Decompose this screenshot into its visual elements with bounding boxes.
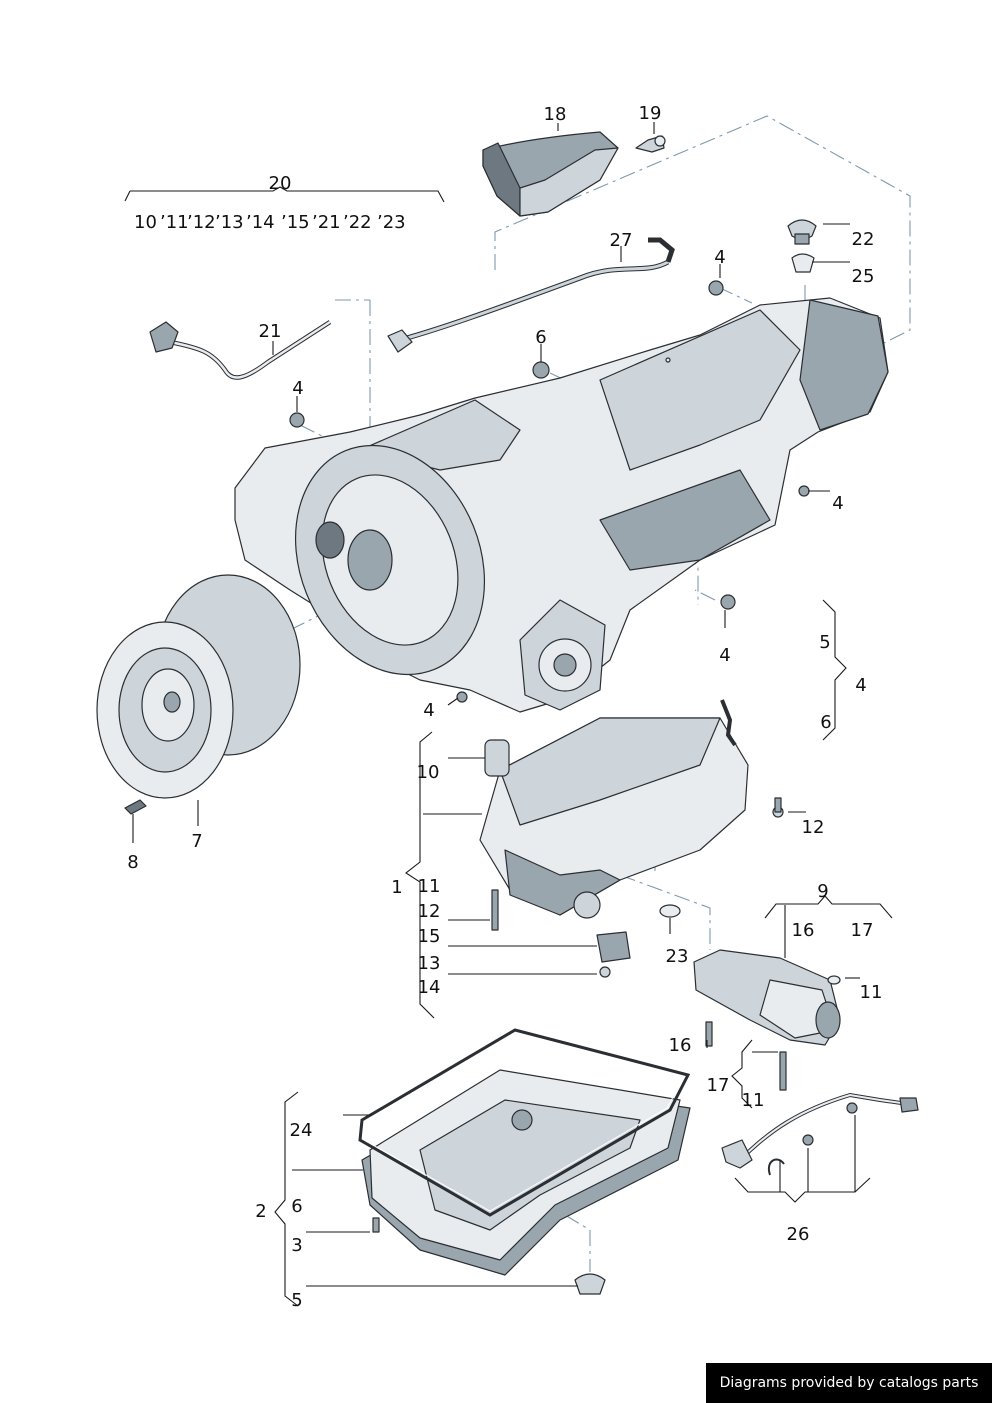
callout-7: 7 [191, 831, 202, 852]
cover-plate-part [482, 131, 619, 217]
credit-banner: Diagrams provided by catalogs parts [706, 1363, 992, 1403]
callout-11: 11 [418, 876, 441, 897]
model-year: ’12 [187, 212, 216, 233]
callout-4: 4 [292, 378, 303, 399]
small-parts [491, 797, 784, 978]
model-year: ’14 [246, 212, 275, 233]
callout-20: 20 [269, 173, 292, 194]
model-year: 10 [134, 212, 157, 233]
bolt-19-part [635, 135, 666, 153]
mechatronic-unit-part [693, 949, 841, 1091]
callout-11: 11 [860, 982, 883, 1003]
callout-17: 17 [851, 920, 874, 941]
callout-17: 17 [707, 1075, 730, 1096]
callout-4: 4 [423, 700, 434, 721]
callout-12: 12 [418, 901, 441, 922]
callout-27: 27 [610, 230, 633, 251]
callout-3: 3 [291, 1235, 302, 1256]
spring-10-part [484, 739, 510, 777]
callout-1: 1 [391, 877, 402, 898]
callout-5: 5 [819, 632, 830, 653]
model-year: ’21 [312, 212, 341, 233]
callout-25: 25 [852, 266, 875, 287]
callout-19: 19 [639, 103, 662, 124]
oil-pan-part [358, 1028, 691, 1295]
callout-11: 11 [742, 1090, 765, 1111]
model-year: ’22 [343, 212, 372, 233]
callout-5: 5 [291, 1290, 302, 1311]
callout-4: 4 [855, 675, 866, 696]
model-year: ’23 [377, 212, 406, 233]
callout-6: 6 [820, 712, 831, 733]
callout-12: 12 [802, 817, 825, 838]
torque-converter-part [96, 574, 301, 815]
callout-14: 14 [418, 977, 441, 998]
callout-22: 22 [852, 229, 875, 250]
model-year: ’11 [160, 212, 189, 233]
callout-6: 6 [535, 327, 546, 348]
callout-21: 21 [259, 321, 282, 342]
breather-cap-part [787, 219, 817, 273]
callout-9: 9 [817, 881, 828, 902]
model-year-list: 10 ’11 ’12 ’13 ’14 ’15 ’21 ’22 ’23 [134, 212, 406, 233]
callout-26: 26 [787, 1224, 810, 1245]
leader-lines [124, 122, 893, 1307]
callout-2: 2 [255, 1201, 266, 1222]
wire-harness-21-part [149, 320, 332, 380]
callout-13: 13 [418, 953, 441, 974]
callout-4: 4 [714, 247, 725, 268]
callout-10: 10 [417, 762, 440, 783]
sensor-harness-part [721, 1092, 919, 1176]
callout-24: 24 [290, 1120, 313, 1141]
model-year: ’15 [281, 212, 310, 233]
transmission-housing-part [234, 297, 889, 713]
callout-15: 15 [418, 926, 441, 947]
model-year: ’13 [215, 212, 244, 233]
callout-labels: 18 19 20 27 4 22 25 21 6 4 4 4 5 4 6 4 1… [127, 103, 882, 1311]
callout-23: 23 [666, 946, 689, 967]
callout-18: 18 [544, 104, 567, 125]
callout-16: 16 [669, 1035, 692, 1056]
callout-8: 8 [127, 852, 138, 873]
callout-6: 6 [291, 1196, 302, 1217]
callout-16: 16 [792, 920, 815, 941]
valve-body-part [479, 699, 749, 919]
callout-4: 4 [832, 493, 843, 514]
breather-pipe-27-part [387, 237, 675, 353]
callout-4: 4 [719, 645, 730, 666]
